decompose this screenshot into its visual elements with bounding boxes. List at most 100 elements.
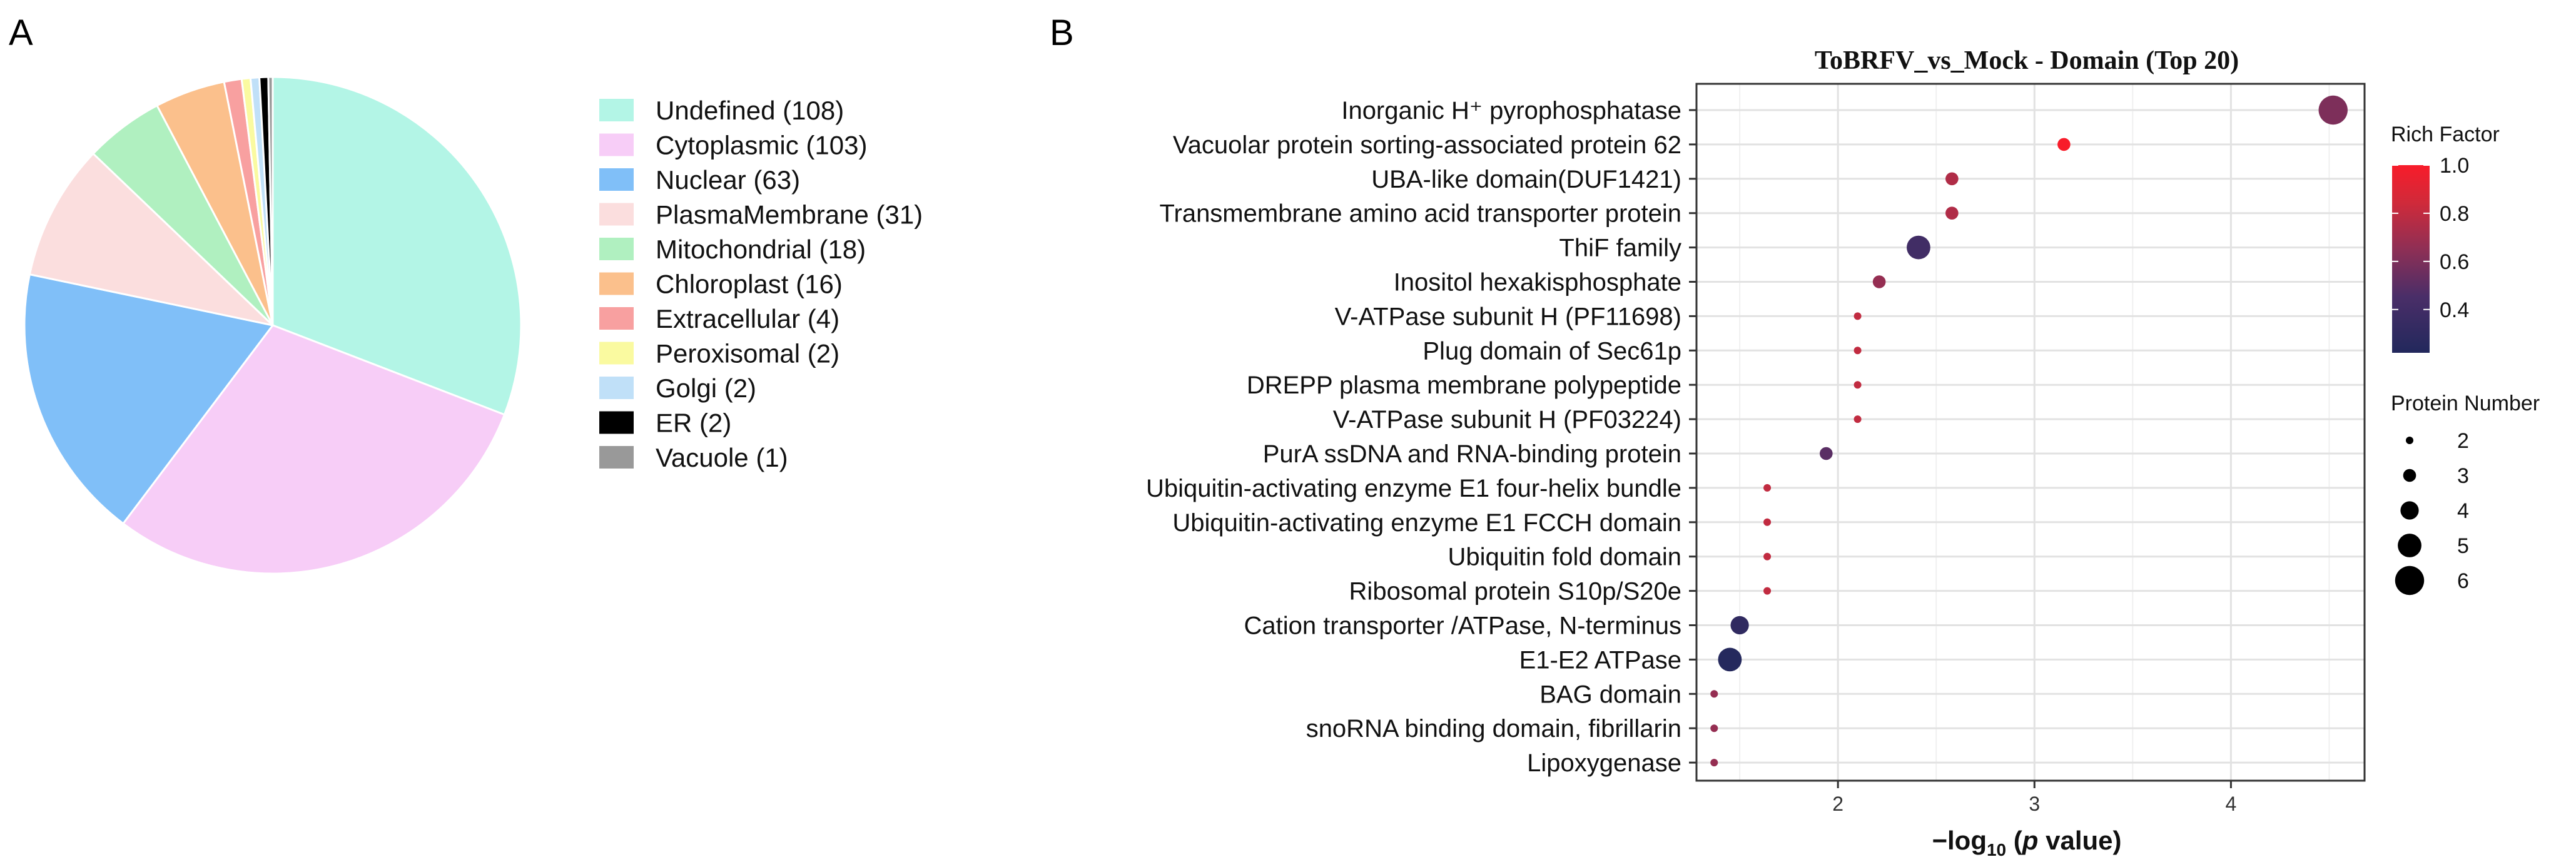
- y-tick-label: V-ATPase subunit H (PF11698): [1335, 303, 1681, 330]
- pie-legend-swatch: [599, 168, 634, 191]
- bubble-point: [1872, 275, 1886, 288]
- y-tick-label: DREPP plasma membrane polypeptide: [1247, 372, 1681, 399]
- y-tick-label: ThiF family: [1559, 235, 1681, 262]
- bubble-x-ticks: 2 3 4: [1832, 781, 2236, 815]
- pie-legend-swatch: [599, 446, 634, 469]
- size-legend-dot: [2400, 501, 2419, 520]
- rich-factor-legend-title: Rich Factor: [2391, 123, 2500, 146]
- xlabel-part-log: −log: [1932, 826, 1987, 855]
- pie-legend-label: Cytoplasmic (103): [656, 131, 867, 160]
- pie-slice: [23, 273, 275, 525]
- y-tick-label: Plug domain of Sec61p: [1422, 337, 1681, 365]
- panel-label-b: B: [1050, 13, 1074, 53]
- colorbar-tick-label: 0.8: [2440, 202, 2469, 226]
- bubble-chart-title: ToBRFV_vs_Mock - Domain (Top 20): [1815, 46, 2239, 75]
- rich-factor-legend: Rich Factor 0.4 0.6 0.8 1.0: [2391, 123, 2500, 353]
- pie-legend-label: Extracellular (4): [656, 304, 839, 333]
- pie-legend-label: Undefined (108): [656, 96, 844, 125]
- bubble-point: [1853, 415, 1862, 423]
- bubble-point: [2318, 95, 2348, 125]
- bubble-points: [1710, 95, 2348, 767]
- pie-legend-label: PlasmaMembrane (31): [656, 200, 923, 230]
- colorbar-tick-label: 0.4: [2440, 298, 2469, 322]
- y-tick-label: Ubiquitin-activating enzyme E1 FCCH doma…: [1172, 509, 1681, 537]
- y-tick-label: E1-E2 ATPase: [1519, 646, 1681, 674]
- bubble-point: [1730, 616, 1749, 635]
- bubble-point: [1763, 552, 1772, 560]
- y-tick-label: Ribosomal protein S10p/S20e: [1349, 578, 1681, 606]
- bubble-point: [1710, 759, 1718, 767]
- x-tick-label: 2: [1832, 793, 1843, 815]
- colorbar-tick-label: 1.0: [2440, 154, 2469, 178]
- size-legend-label: 3: [2457, 464, 2469, 488]
- y-tick-label: Ubiquitin-activating enzyme E1 four-heli…: [1146, 475, 1681, 502]
- pie-legend-label: ER (2): [656, 408, 731, 438]
- y-tick-label: V-ATPase subunit H (PF03224): [1333, 406, 1681, 434]
- y-tick-label: Transmembrane amino acid transporter pro…: [1160, 200, 1681, 228]
- y-tick-label: Ubiquitin fold domain: [1448, 544, 1681, 571]
- pie-legend-label: Peroxisomal (2): [656, 339, 839, 368]
- plot-border: [1695, 83, 2366, 782]
- xlabel-part-close: value): [2038, 826, 2121, 855]
- bubble-point: [1710, 690, 1718, 698]
- pie-legend-swatch: [599, 99, 634, 121]
- pie-legend-swatch: [599, 307, 634, 330]
- size-legend-label: 5: [2457, 534, 2469, 558]
- bubble-point: [1945, 172, 1959, 186]
- panel-label-a: A: [9, 13, 33, 53]
- y-tick-label: BAG domain: [1539, 681, 1681, 708]
- bubble-point: [1907, 235, 1930, 260]
- pie-legend-label: Vacuole (1): [656, 443, 788, 472]
- bubble-point: [1718, 647, 1742, 672]
- x-tick-label: 4: [2226, 793, 2237, 815]
- bubble-point: [1710, 724, 1718, 733]
- size-legend-dot: [2403, 469, 2416, 482]
- pie-legend: Undefined (108)Cytoplasmic (103)Nuclear …: [599, 96, 923, 472]
- colorbar-tick-label: 0.6: [2440, 250, 2469, 274]
- pie-slice: [121, 324, 506, 575]
- bubble-point: [1853, 381, 1862, 389]
- xlabel-part-p: p: [2022, 826, 2039, 855]
- y-tick-label: Inorganic H⁺ pyrophosphatase: [1341, 97, 1681, 124]
- pie-legend-swatch: [599, 133, 634, 156]
- size-legend-dot: [2406, 437, 2413, 444]
- pie-legend-swatch: [599, 411, 634, 434]
- bubble-chart: ToBRFV_vs_Mock - Domain (Top 20) Inorgan…: [1146, 46, 2366, 859]
- xlabel-part-open: (: [2006, 826, 2022, 855]
- size-legend-dot: [2398, 534, 2421, 557]
- y-tick-label: UBA-like domain(DUF1421): [1371, 166, 1681, 193]
- bubble-point: [1853, 347, 1862, 355]
- pie-legend-label: Golgi (2): [656, 373, 756, 403]
- x-tick-label: 3: [2029, 793, 2040, 815]
- pie-legend-swatch: [599, 203, 634, 226]
- bubble-point: [2057, 138, 2071, 151]
- rich-factor-ticks: 0.4 0.6 0.8 1.0: [2392, 154, 2469, 322]
- size-legend-label: 2: [2457, 429, 2469, 453]
- pie-slice: [271, 76, 522, 416]
- y-tick-label: Cation transporter /ATPase, N-terminus: [1244, 612, 1681, 640]
- pie-legend-swatch: [599, 377, 634, 399]
- bubble-grid: [1695, 83, 2366, 782]
- y-tick-label: Lipoxygenase: [1527, 749, 1681, 777]
- pie-chart: [23, 76, 522, 575]
- bubble-x-axis-label: −log10 (p value): [1932, 826, 2121, 859]
- pie-legend-swatch: [599, 238, 634, 260]
- size-legend-dot: [2395, 565, 2425, 596]
- y-tick-label: Vacuolar protein sorting-associated prot…: [1173, 131, 1681, 159]
- bubble-point: [1763, 484, 1772, 492]
- rich-factor-colorbar: [2392, 165, 2430, 353]
- y-tick-label: PurA ssDNA and RNA-binding protein: [1263, 440, 1681, 468]
- bubble-point: [1763, 587, 1772, 595]
- protein-number-legend-title: Protein Number: [2391, 392, 2540, 415]
- bubble-point: [1945, 206, 1959, 220]
- plot-frame: [1695, 83, 2366, 782]
- size-legend-label: 4: [2457, 499, 2469, 523]
- bubble-point: [1820, 447, 1833, 460]
- bubble-point: [1853, 312, 1862, 320]
- pie-legend-swatch: [599, 342, 634, 365]
- y-tick-label: Inositol hexakisphosphate: [1394, 269, 1681, 297]
